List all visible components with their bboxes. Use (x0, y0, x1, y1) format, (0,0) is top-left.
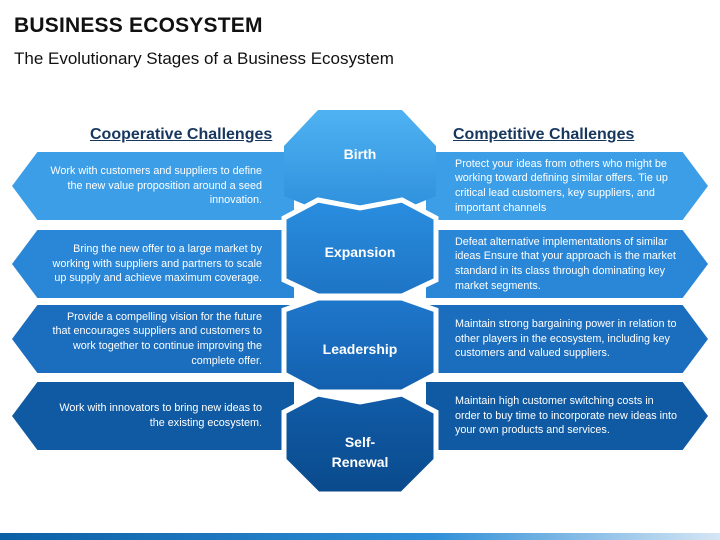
competitive-leadership-text: Maintain strong bargaining power in rela… (455, 317, 677, 360)
cooperative-birth-text: Work with customers and suppliers to def… (50, 164, 262, 207)
competitive-birth-text: Protect your ideas from others who might… (455, 157, 668, 214)
cooperative-birth-band: Work with customers and suppliers to def… (12, 152, 294, 220)
stage-leadership-label: Leadership (322, 341, 398, 357)
footer-accent-bar (0, 533, 720, 540)
stage-birth-label: Birth (343, 146, 377, 162)
cooperative-challenges-heading: Cooperative Challenges (90, 126, 273, 143)
stage-birth-shape (284, 110, 436, 210)
stage-self-renewal-line2: Renewal (331, 453, 389, 470)
cooperative-self-renewal-band: Work with innovators to bring new ideas … (12, 382, 294, 450)
competitive-self-renewal-band: Maintain high customer switching costs i… (426, 382, 708, 450)
cooperative-self-renewal-text: Work with innovators to bring new ideas … (59, 402, 262, 429)
stage-self-renewal-label: Self- Renewal (300, 433, 420, 472)
competitive-expansion-text: Defeat alternative implementations of si… (455, 235, 676, 292)
page-title: BUSINESS ECOSYSTEM (14, 14, 263, 37)
cooperative-leadership-band: Provide a compelling vision for the futu… (12, 305, 294, 373)
stage-expansion-shape (281, 197, 439, 299)
competitive-leadership-band: Maintain strong bargaining power in rela… (426, 305, 708, 373)
stage-self-renewal-line1: Self- (344, 434, 376, 450)
stage-self-renewal-shape (281, 391, 439, 497)
competitive-self-renewal-text: Maintain high customer switching costs i… (455, 394, 678, 437)
competitive-challenges-heading: Competitive Challenges (453, 126, 635, 143)
stage-expansion-label: Expansion (324, 244, 396, 260)
competitive-expansion-band: Defeat alternative implementations of si… (426, 230, 708, 298)
cooperative-expansion-text: Bring the new offer to a large market by… (52, 242, 262, 285)
competitive-birth-band: Protect your ideas from others who might… (426, 152, 708, 220)
cooperative-expansion-band: Bring the new offer to a large market by… (12, 230, 294, 298)
page-subtitle: The Evolutionary Stages of a Business Ec… (14, 49, 394, 68)
cooperative-leadership-text: Provide a compelling vision for the futu… (52, 310, 262, 367)
